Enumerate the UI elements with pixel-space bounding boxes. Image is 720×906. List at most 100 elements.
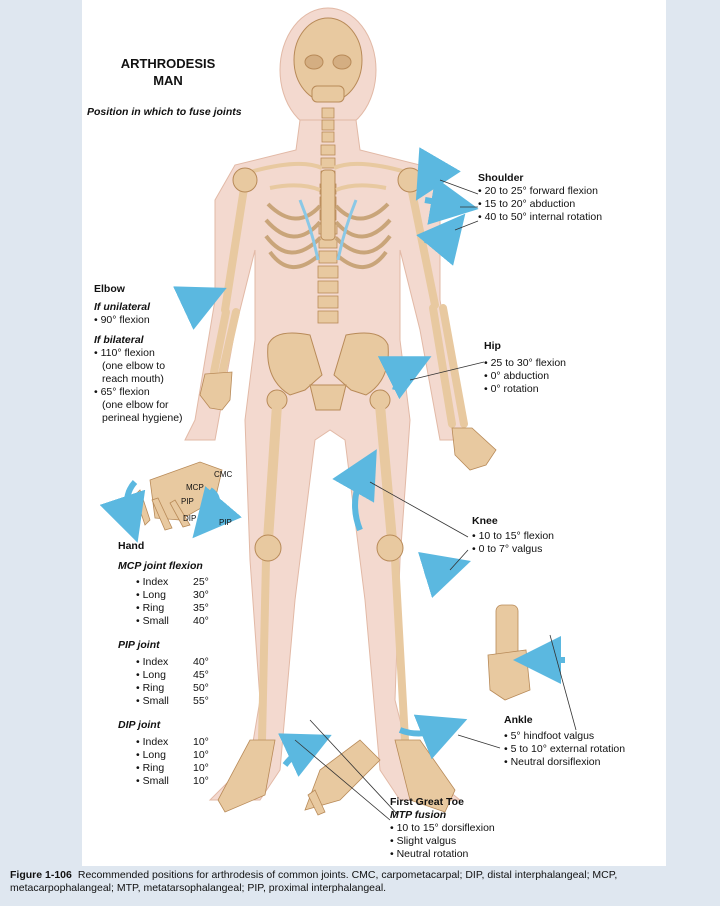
row-finger: • Small bbox=[136, 695, 169, 707]
table-row: • Ring 50° bbox=[136, 682, 209, 695]
toe-item: • Slight valgus bbox=[390, 835, 457, 847]
knee-block: Knee • 10 to 15° flexion • 0 to 7° valgu… bbox=[472, 515, 554, 556]
skeleton-illustration bbox=[99, 7, 577, 821]
row-finger: • Long bbox=[136, 749, 166, 761]
hand-label-mcp: MCP bbox=[186, 483, 204, 492]
dip-title: DIP joint bbox=[118, 719, 161, 731]
knee-heading: Knee bbox=[472, 515, 498, 527]
shoulder-heading: Shoulder bbox=[478, 172, 524, 184]
table-row: • Small 10° bbox=[136, 775, 209, 788]
row-angle: 25° bbox=[193, 576, 209, 588]
row-finger: • Ring bbox=[136, 682, 165, 694]
row-finger: • Small bbox=[136, 775, 169, 787]
motion-arrows bbox=[99, 147, 565, 777]
row-finger: • Index bbox=[136, 656, 169, 668]
feet bbox=[217, 739, 456, 813]
ankle-item: • Neutral dorsiflexion bbox=[504, 756, 601, 768]
elbow-uni-item: • 90° flexion bbox=[94, 314, 150, 326]
ankle-inset bbox=[487, 604, 531, 701]
row-finger: • Index bbox=[136, 736, 169, 748]
row-angle: 55° bbox=[193, 695, 209, 707]
toe-inset bbox=[304, 739, 381, 816]
hip-item: • 0° abduction bbox=[484, 370, 550, 382]
hand-label-pip: PIP bbox=[181, 497, 194, 506]
knee-left bbox=[254, 534, 282, 562]
toe-item: • 10 to 15° dorsiflexion bbox=[390, 822, 495, 834]
table-row: • Ring 10° bbox=[136, 762, 209, 775]
elbow-bi-item: (one elbow to bbox=[102, 360, 166, 372]
dip-table: • Index 10° • Long 10° • Ring 10° • Small 10… bbox=[118, 736, 209, 788]
row-angle: 45° bbox=[193, 669, 209, 681]
elbow-unilateral: If unilateral bbox=[94, 301, 151, 313]
row-finger: • Ring bbox=[136, 602, 165, 614]
row-angle: 40° bbox=[193, 615, 209, 627]
ankle-item: • 5 to 10° external rotation bbox=[504, 743, 626, 755]
table-row: • Small 55° bbox=[136, 695, 209, 708]
toe-item: • Neutral rotation bbox=[390, 848, 469, 860]
table-row: • Index 25° bbox=[136, 576, 209, 589]
ankle-heading: Ankle bbox=[504, 714, 533, 726]
pip-title: PIP joint bbox=[118, 639, 160, 651]
elbow-block: Elbow If unilateral • 90° flexion If bil… bbox=[94, 283, 183, 425]
pelvis bbox=[266, 332, 391, 411]
row-finger: • Ring bbox=[136, 762, 165, 774]
knee-right bbox=[376, 534, 404, 562]
elbow-bi-item: • 110° flexion bbox=[94, 347, 155, 359]
elbow-bi-item: • 65° flexion bbox=[94, 386, 150, 398]
sternum bbox=[320, 169, 336, 241]
subtitle: Position in which to fuse joints bbox=[87, 106, 242, 118]
hand-label-cmc: CMC bbox=[214, 470, 233, 479]
caption-text: Recommended positions for arthrodesis of… bbox=[10, 869, 618, 894]
hand-label-dip: DIP bbox=[183, 514, 197, 523]
hand-label-pip2: PIP bbox=[219, 518, 232, 527]
row-finger: • Index bbox=[136, 576, 169, 588]
row-angle: 10° bbox=[193, 736, 209, 748]
leg-bones bbox=[258, 400, 409, 744]
leader-lines bbox=[294, 179, 577, 821]
elbow-bilateral: If bilateral bbox=[94, 334, 144, 346]
row-finger: • Long bbox=[136, 669, 166, 681]
hip-heading: Hip bbox=[484, 340, 501, 352]
shoulder-block: Shoulder • 20 to 25° forward flexion • 1… bbox=[478, 172, 602, 224]
elbow-heading: Elbow bbox=[94, 283, 125, 295]
knee-item: • 10 to 15° flexion bbox=[472, 530, 555, 542]
table-row: • Long 45° bbox=[136, 669, 209, 682]
toe-block: First Great Toe MTP fusion • 10 to 15° d… bbox=[390, 796, 495, 861]
row-finger: • Long bbox=[136, 589, 166, 601]
table-row: • Ring 35° bbox=[136, 602, 209, 615]
table-row: • Long 30° bbox=[136, 589, 209, 602]
elbow-bi-item: (one elbow for bbox=[102, 399, 169, 411]
row-finger: • Small bbox=[136, 615, 169, 627]
row-angle: 50° bbox=[193, 682, 209, 694]
ankle-item: • 5° hindfoot valgus bbox=[504, 730, 595, 742]
shoulder-item: • 40 to 50° internal rotation bbox=[478, 211, 603, 223]
shoulder-item: • 20 to 25° forward flexion bbox=[478, 185, 598, 197]
row-angle: 10° bbox=[193, 775, 209, 787]
caption-label: Figure 1-106 bbox=[10, 869, 72, 881]
title: ARTHRODESIS MAN bbox=[108, 55, 228, 89]
elbow-bi-item: reach mouth) bbox=[102, 373, 164, 385]
row-angle: 10° bbox=[193, 749, 209, 761]
shoulder-item: • 15 to 20° abduction bbox=[478, 198, 576, 210]
toe-sub: MTP fusion bbox=[390, 809, 447, 821]
table-row: • Index 10° bbox=[136, 736, 209, 749]
skull bbox=[293, 17, 363, 103]
shoulder-joint-right bbox=[397, 167, 423, 193]
elbow-bi-item: perineal hygiene) bbox=[102, 412, 183, 424]
title-line2: MAN bbox=[153, 73, 183, 88]
hand-block: Hand MCP joint flexion • Index 25° • Long… bbox=[118, 540, 209, 788]
shoulder-joint-left bbox=[232, 167, 258, 193]
ankle-block: Ankle • 5° hindfoot valgus • 5 to 10° ex… bbox=[504, 714, 625, 769]
table-row: • Small 40° bbox=[136, 615, 209, 628]
mcp-title: MCP joint flexion bbox=[118, 560, 203, 572]
row-angle: 35° bbox=[193, 602, 209, 614]
toe-heading: First Great Toe bbox=[390, 796, 464, 808]
row-angle: 30° bbox=[193, 589, 209, 601]
hands bbox=[199, 371, 497, 471]
knee-item: • 0 to 7° valgus bbox=[472, 543, 543, 555]
row-angle: 10° bbox=[193, 762, 209, 774]
ribcage bbox=[249, 161, 407, 269]
hand-heading: Hand bbox=[118, 540, 145, 552]
